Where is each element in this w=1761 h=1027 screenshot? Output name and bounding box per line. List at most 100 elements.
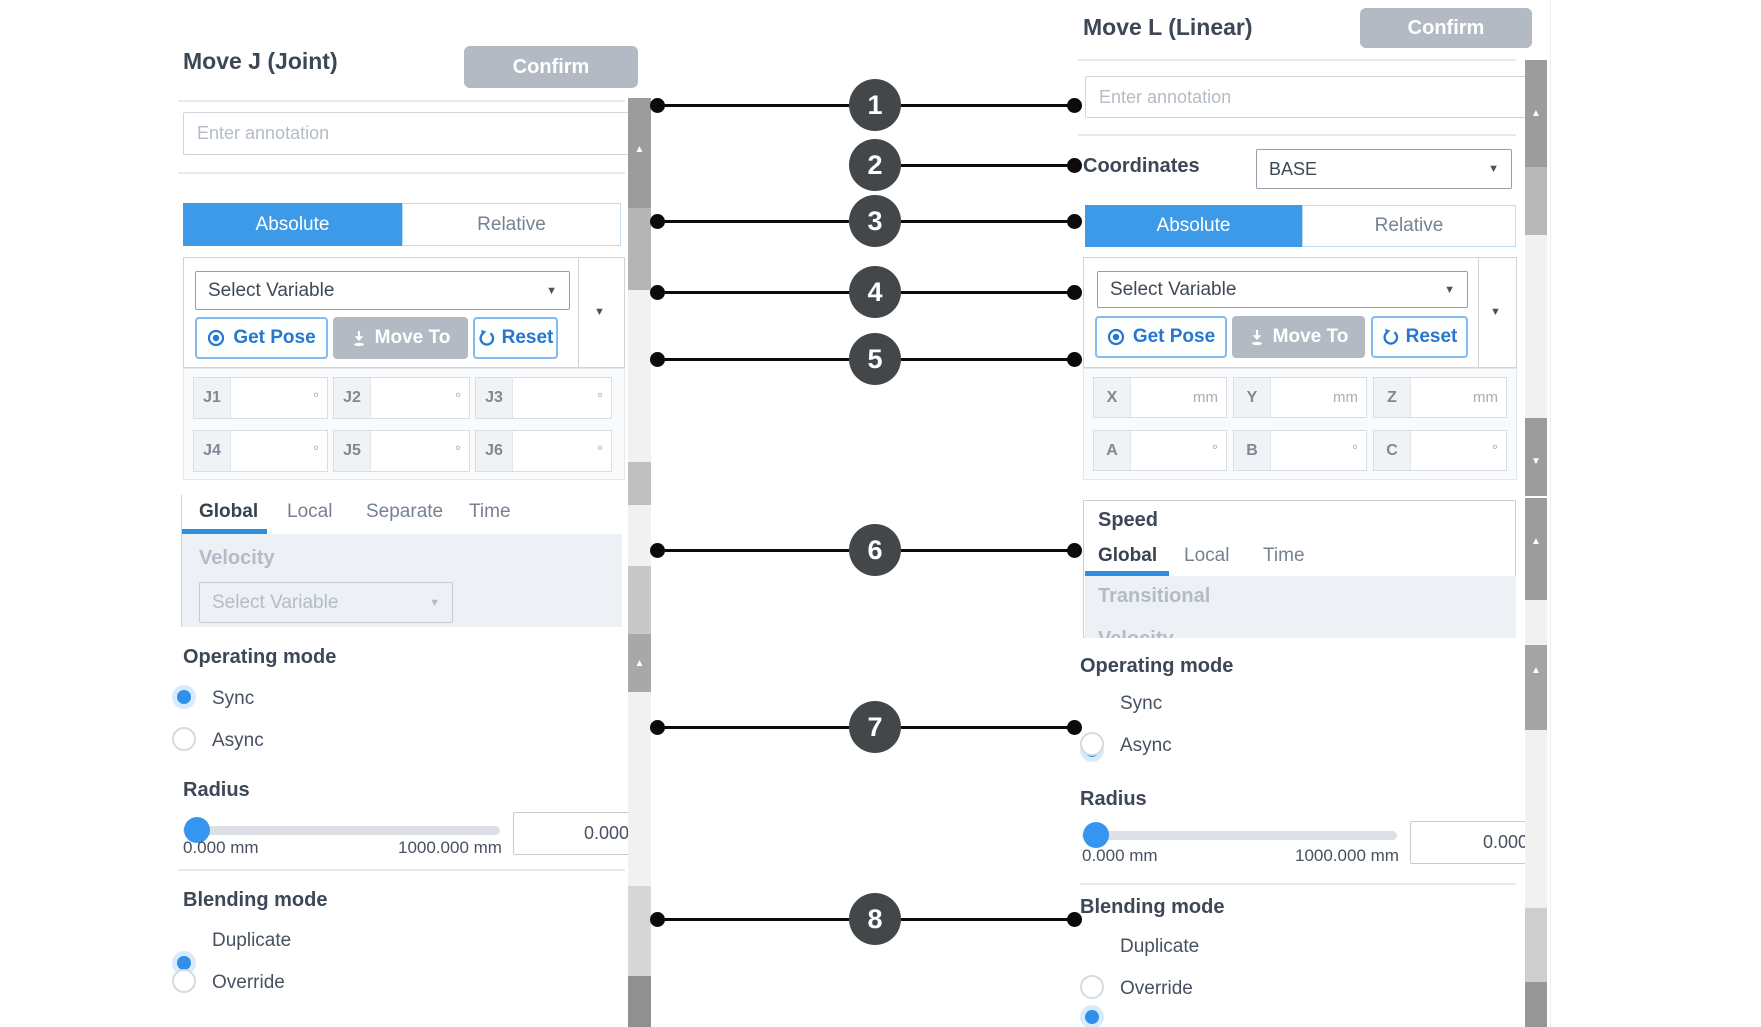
- tab-absolute[interactable]: Absolute: [183, 203, 402, 246]
- tab-time[interactable]: Time: [469, 501, 511, 522]
- joint-input-j3[interactable]: J3 °: [475, 377, 612, 419]
- joint-input-j5[interactable]: J5 °: [333, 430, 470, 472]
- blending-mode-label: Blending mode: [1080, 896, 1225, 918]
- variable-select[interactable]: Select Variable ▼: [195, 271, 570, 310]
- scrollbar-thumb[interactable]: ▲: [628, 98, 651, 208]
- tab-local[interactable]: Local: [1184, 545, 1230, 566]
- rotation-input-b[interactable]: B °: [1233, 430, 1367, 471]
- confirm-button[interactable]: Confirm: [1360, 8, 1532, 48]
- async-radio[interactable]: [1080, 732, 1104, 756]
- tab-relative[interactable]: Relative: [402, 203, 621, 246]
- duplicate-radio[interactable]: [1080, 1005, 1104, 1027]
- joint-input-j2[interactable]: J2 °: [333, 377, 470, 419]
- callout-line: [657, 220, 849, 223]
- confirm-button[interactable]: Confirm: [464, 46, 638, 88]
- scroll-up-icon[interactable]: ▲: [1531, 665, 1541, 676]
- scrollbar-thumb[interactable]: ▲: [1525, 645, 1547, 730]
- degree-unit: °: [313, 389, 319, 407]
- velocity-section: Velocity Select Variable ▼: [182, 534, 622, 627]
- joint-input-j6[interactable]: J6 °: [475, 430, 612, 472]
- override-radio[interactable]: [172, 969, 196, 993]
- scrollbar-thumb[interactable]: ▲: [1525, 60, 1547, 167]
- scrollbar-thumb[interactable]: ▲: [1525, 498, 1547, 600]
- move-to-button[interactable]: Move To: [1232, 316, 1365, 358]
- reset-button[interactable]: Reset: [1371, 316, 1468, 358]
- radius-value-input[interactable]: [513, 812, 640, 855]
- scrollbar-thumb[interactable]: [628, 886, 651, 976]
- chevron-down-icon[interactable]: ▼: [594, 306, 605, 318]
- joint-label: J1: [194, 378, 231, 418]
- async-radio[interactable]: [172, 727, 196, 751]
- joint-input-j4[interactable]: J4 °: [193, 430, 328, 472]
- radius-min-label: 0.000 mm: [183, 838, 259, 857]
- callout-dot: [1067, 543, 1082, 558]
- tab-global[interactable]: Global: [1098, 545, 1158, 566]
- move-to-button[interactable]: Move To: [333, 317, 468, 359]
- velocity-variable-select[interactable]: Select Variable ▼: [199, 582, 453, 623]
- duplicate-label: Duplicate: [1120, 936, 1200, 957]
- tab-local[interactable]: Local: [287, 501, 333, 522]
- velocity-label: Velocity: [199, 547, 275, 569]
- joint-input-j1[interactable]: J1 °: [193, 377, 328, 419]
- annotation-input[interactable]: [1085, 76, 1544, 118]
- radius-slider-track[interactable]: [183, 826, 500, 835]
- radius-slider-thumb[interactable]: [184, 817, 210, 843]
- reset-button[interactable]: Reset: [473, 317, 558, 359]
- callout-dot: [1067, 912, 1082, 927]
- tab-time[interactable]: Time: [1263, 545, 1305, 566]
- radius-value-input[interactable]: [1410, 821, 1539, 864]
- tab-global[interactable]: Global: [199, 501, 259, 522]
- scrollbar-thumb[interactable]: [628, 462, 651, 505]
- mm-unit: mm: [1473, 389, 1498, 406]
- scrollbar-thumb[interactable]: [628, 208, 651, 290]
- override-radio[interactable]: [1080, 975, 1104, 999]
- scroll-up-icon[interactable]: ▲: [1531, 108, 1541, 119]
- radius-slider-thumb[interactable]: [1083, 822, 1109, 848]
- speed-label: Speed: [1098, 509, 1159, 531]
- get-pose-button[interactable]: Get Pose: [195, 317, 328, 359]
- scroll-down-icon[interactable]: ▼: [1531, 456, 1541, 467]
- rotation-input-a[interactable]: A °: [1093, 430, 1227, 471]
- radius-slider-track[interactable]: [1082, 831, 1397, 840]
- scrollbar-thumb[interactable]: [1525, 167, 1547, 235]
- scrollbar-thumb[interactable]: ▲: [628, 634, 651, 692]
- tab-absolute[interactable]: Absolute: [1085, 205, 1302, 247]
- variable-select[interactable]: Select Variable ▼: [1097, 271, 1468, 308]
- annotation-field-wrap: [1085, 76, 1544, 118]
- get-pose-button[interactable]: Get Pose: [1095, 316, 1227, 358]
- tab-relative[interactable]: Relative: [1302, 205, 1516, 247]
- position-input-y[interactable]: Y mm: [1233, 377, 1367, 418]
- divider: [1478, 258, 1479, 367]
- tab-separate[interactable]: Separate: [366, 501, 444, 522]
- chevron-down-icon[interactable]: ▼: [1490, 306, 1501, 318]
- scrollbar-track: [1525, 730, 1547, 908]
- scroll-up-icon[interactable]: ▲: [634, 658, 645, 669]
- get-pose-label: Get Pose: [1132, 326, 1216, 347]
- scrollbar-thumb[interactable]: [628, 976, 651, 1027]
- coordinates-label: Coordinates: [1083, 155, 1200, 177]
- scroll-up-icon[interactable]: ▲: [634, 144, 645, 155]
- coordinates-select[interactable]: BASE ▼: [1256, 149, 1512, 189]
- callout-dot: [1067, 98, 1082, 113]
- position-input-z[interactable]: Z mm: [1373, 377, 1507, 418]
- override-label: Override: [212, 972, 285, 993]
- operating-mode-label: Operating mode: [1080, 655, 1234, 677]
- callout-dot: [650, 720, 665, 735]
- mm-unit: mm: [1193, 389, 1218, 406]
- scrollbar-thumb[interactable]: [1525, 908, 1547, 982]
- scrollbar-thumb[interactable]: [628, 566, 651, 634]
- rotation-input-c[interactable]: C °: [1373, 430, 1507, 471]
- coordinates-value: BASE: [1269, 158, 1318, 179]
- position-input-x[interactable]: X mm: [1093, 377, 1227, 418]
- sync-radio[interactable]: [172, 685, 196, 709]
- annotation-input[interactable]: [183, 112, 649, 155]
- scroll-up-icon[interactable]: ▲: [1531, 536, 1541, 547]
- variable-select-value: Select Variable: [208, 279, 335, 301]
- radius-label: Radius: [1080, 788, 1147, 810]
- callout-8: 8: [849, 893, 901, 945]
- scrollbar-thumb[interactable]: ▼: [1525, 418, 1547, 496]
- scrollbar-thumb[interactable]: [1525, 982, 1547, 1027]
- degree-unit: °: [597, 389, 603, 407]
- sync-label: Sync: [1120, 693, 1163, 714]
- joint-label: J5: [334, 431, 371, 471]
